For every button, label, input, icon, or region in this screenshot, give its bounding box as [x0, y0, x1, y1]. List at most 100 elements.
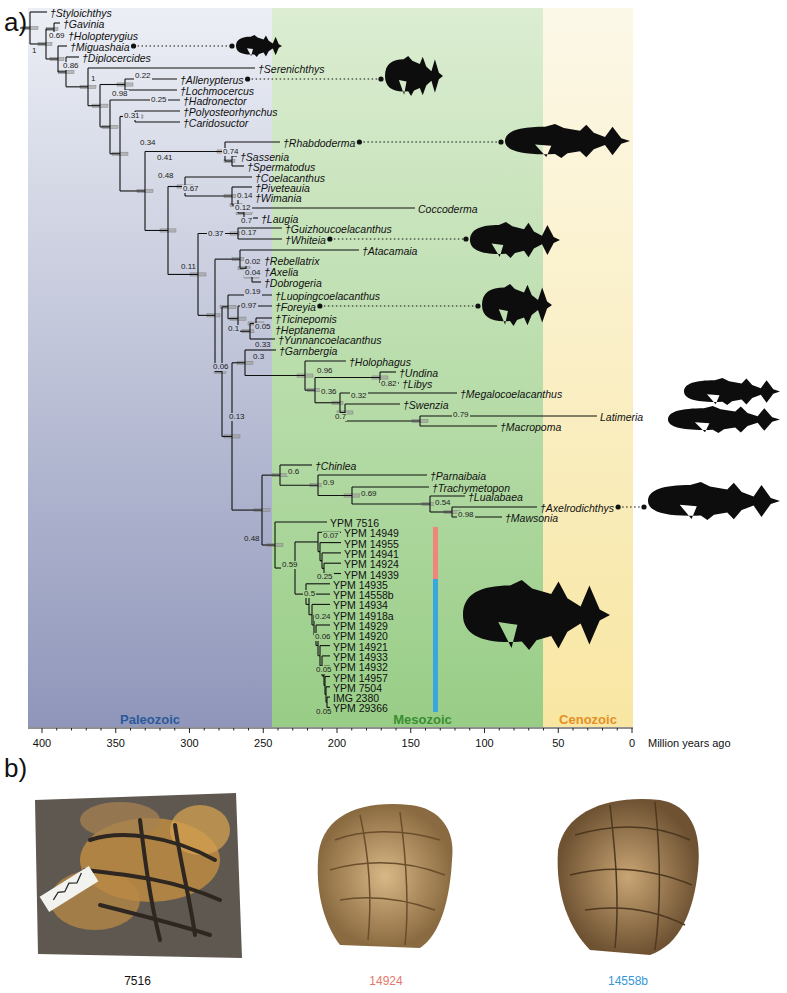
support-value: 0.12: [234, 204, 252, 212]
tree-branch: [87, 68, 88, 106]
taxon-name: †Macropoma: [500, 422, 561, 433]
taxon-name: †Megalocoelacanthus: [460, 389, 562, 400]
axis-tick: [130, 728, 131, 731]
tree-branch: [320, 542, 341, 543]
panel-letter: b): [4, 755, 27, 781]
support-value: 0.9: [322, 479, 335, 487]
axis-tick: [263, 728, 264, 733]
leader-dot: [378, 76, 383, 81]
taxon-name-holder: †Garnbergia: [279, 342, 337, 358]
support-value: 0.06: [212, 363, 230, 371]
tree-branch: [261, 475, 262, 545]
taxon-name: †Ticinepomis: [275, 314, 337, 325]
support-value-holder: 0.5: [303, 583, 316, 599]
tree-branch: [231, 187, 232, 205]
tree-branch: [322, 552, 341, 553]
axis-tick: [351, 728, 352, 731]
axis-title-holder: Million years ago: [648, 734, 731, 750]
tree-branch: [305, 390, 315, 391]
tree-branch: [232, 165, 244, 166]
tree-branch: [429, 496, 430, 512]
axis-tick: [425, 728, 426, 731]
tree-branch: [144, 152, 145, 231]
support-value-holder: 0.97: [240, 295, 258, 311]
support-value: 0.24: [314, 613, 332, 621]
tree-branch: [326, 697, 327, 707]
tree-branch: [245, 375, 305, 376]
support-value: 0.02: [244, 258, 262, 266]
taxon-name: †Libys: [402, 379, 432, 390]
tick-label-holder: 100: [475, 734, 493, 750]
support-value-holder: 0.25: [316, 566, 334, 582]
support-value-holder: 0.79: [452, 404, 470, 420]
specimen-number: 7516: [124, 975, 151, 987]
support-value: 0.98: [457, 511, 475, 519]
support-value: 0.05: [315, 708, 333, 716]
tree-branch: [317, 532, 318, 551]
support-value: 0.13: [228, 413, 246, 421]
taxon-name-holder: †Lualabaea: [468, 488, 523, 504]
specimen-name: YPM 14921: [333, 642, 388, 653]
fish-silhouette: [470, 222, 560, 258]
support-value-holder: 0.86: [62, 55, 80, 71]
taxon-name: †Serenichthys: [258, 64, 325, 75]
tree-branch: [275, 521, 327, 522]
tree-branch: [295, 541, 318, 542]
support-value: 0.86: [62, 62, 80, 70]
support-value-holder: 0.69: [48, 25, 66, 41]
tree-branch: [420, 415, 597, 416]
taxon-name: †Foreyia: [275, 302, 316, 313]
tree-branch: [311, 604, 312, 625]
taxon-name-holder: Coccoderma: [418, 200, 478, 216]
taxon-name-holder: †Ticinepomis: [275, 310, 337, 326]
taxon-name: †Rhabdoderma: [283, 138, 355, 149]
tree-branch: [325, 676, 330, 677]
tree-branch: [185, 176, 252, 177]
fossil-detail: [335, 832, 440, 840]
tree-branch: [228, 318, 238, 319]
support-value: 0.41: [156, 154, 174, 162]
leader-dot: [327, 236, 332, 241]
support-value-holder: 0.48: [243, 528, 261, 544]
tick-label-holder: 400: [33, 734, 51, 750]
taxon-name: †Lualabaea: [468, 492, 523, 503]
specimen-name: YPM 14933: [333, 652, 388, 663]
axis-tick: [86, 728, 87, 731]
tree-branch: [54, 22, 60, 23]
support-value-holder: 0.82: [380, 373, 398, 389]
leader-lines: [131, 43, 647, 509]
support-value-holder: 0.9: [322, 472, 335, 488]
support-value: 0.05: [315, 666, 333, 674]
specimen-name: YPM 7504: [333, 683, 382, 694]
specimen-name: YPM 14935: [333, 580, 388, 591]
tree-branch: [232, 510, 262, 511]
taxon-name: †Lochmocercus: [180, 86, 254, 97]
specimen-name: YPM 14939: [344, 570, 399, 581]
leader-dot: [317, 303, 322, 308]
leader-dot: [357, 139, 362, 144]
taxon-name: †Miguashaia: [70, 42, 130, 53]
tree-branch: [58, 45, 67, 46]
tree-branch: [419, 416, 420, 426]
specimen-name-holder: YPM 29366: [333, 699, 388, 715]
fossil-detail: [360, 815, 370, 940]
specimen-tag: [40, 866, 99, 912]
taxon-name: †Holopterygius: [68, 31, 138, 42]
support-value-holder: 0.05: [315, 659, 333, 675]
tree-branch: [110, 153, 120, 154]
tag-scribble: [49, 873, 85, 900]
tree-branch: [30, 43, 46, 44]
fish-silhouette: [648, 482, 780, 520]
support-value-holder: 0.31: [123, 105, 141, 121]
leader-dot: [131, 43, 136, 48]
taxon-name-holder: †Axelia: [264, 263, 298, 279]
leader-dot: [641, 504, 646, 509]
tree-branch: [244, 207, 415, 208]
support-value-holder: 0.04: [244, 262, 262, 278]
tree-branch: [135, 110, 180, 111]
axis-tick: [396, 728, 397, 731]
support-value: 0.05: [254, 323, 272, 331]
fossil-detail: [330, 863, 445, 875]
fossil-photos: [35, 793, 699, 958]
support-value: 1: [31, 47, 37, 55]
